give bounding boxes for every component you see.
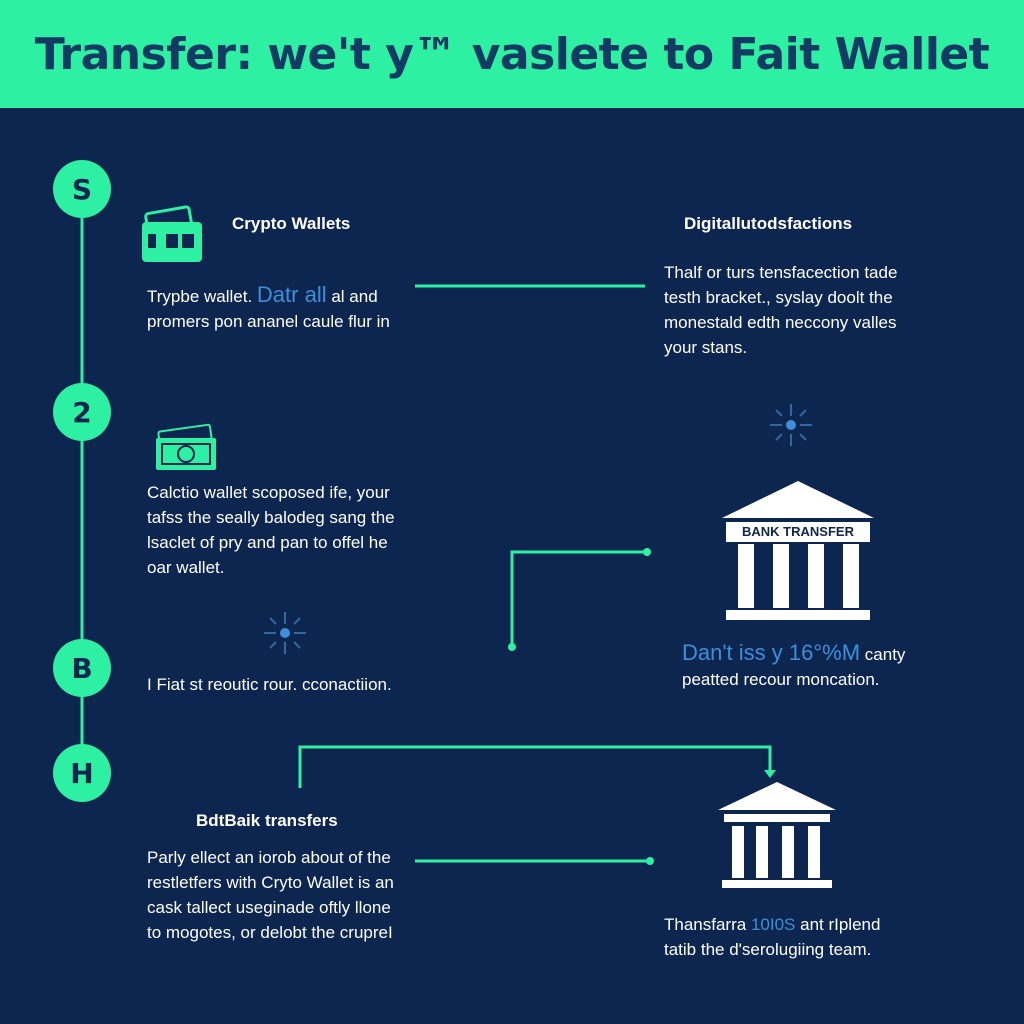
trans-text-line2: tatib the d'serolugiing team. <box>664 940 872 959</box>
crypto-text-highlight: Datr all <box>256 282 327 307</box>
page-title: Transfer: we't y™ vaslete to Fait Wallet <box>34 28 990 80</box>
crypto-text-line2: promers pon ananel caule flur in <box>147 312 390 331</box>
digital-transactions-title: Digitallutodsfactions <box>684 214 853 233</box>
digital-line: monestald edth neccony valles <box>664 313 897 332</box>
connector-top-bank <box>298 745 772 788</box>
digital-line: testh bracket., syslay doolt the <box>664 288 893 307</box>
dont-miss-note: Dan't iss y 16°%M canty peatted recour m… <box>682 640 982 692</box>
bank-transfers-title: BdtBaik transfers <box>196 811 338 830</box>
dont-text-highlight: Dan't iss y 16°%M <box>682 640 861 665</box>
digital-transactions-description: Thalf or turs tensfacection tade testh b… <box>664 260 924 360</box>
sparkle-icon <box>770 404 812 446</box>
fiat-line: I Fiat st reoutic rour. cconactiion. <box>147 675 392 694</box>
bank-icon <box>718 782 836 888</box>
bank-line: cask tallect useginade oftly llone <box>147 898 391 917</box>
dont-text-post: canty <box>864 645 906 664</box>
calc-line: oar wallet. <box>147 558 225 577</box>
bank-line: to mogotes, or delobt the crupreI <box>147 923 393 942</box>
step-circle-4: H <box>53 744 111 802</box>
bank-line: restletfers with Cryto Wallet is an <box>147 873 394 892</box>
calc-line: lsaclet of pry and pan to offel he <box>147 533 388 552</box>
crypto-wallets-title: Crypto Wallets <box>232 214 351 233</box>
sparkle-icon <box>264 612 306 654</box>
calc-wallet-description: Calctio wallet scoposed ife, your tafss … <box>147 480 417 580</box>
trans-text-highlight: 10I0S <box>750 915 796 934</box>
bank-transfers-description: Parly ellect an iorob about of the restl… <box>147 845 417 945</box>
step-circle-3: B <box>53 639 111 697</box>
trans-text-post: ant rIplend <box>800 915 881 934</box>
trans-text-pre: Thansfarra <box>664 915 747 934</box>
crypto-text-post: al and <box>331 287 378 306</box>
calc-line: Calctio wallet scoposed ife, your <box>147 483 390 502</box>
transfer-team-note: Thansfarra 10I0S ant rIplend tatib the d… <box>664 912 964 962</box>
digital-line: Thalf or turs tensfacection tade <box>664 263 898 282</box>
bank-transfer-sign: BANK TRANSFER <box>742 524 854 539</box>
calc-line: tafss the seally balodeg sang the <box>147 508 395 527</box>
wallet-icon <box>142 205 202 262</box>
digital-line: your stans. <box>664 338 748 357</box>
dont-text-line2: peatted recour moncation. <box>682 670 880 689</box>
header-banner: Transfer: we't y™ vaslete to Fait Wallet <box>0 0 1024 108</box>
bank-icon <box>722 481 874 620</box>
crypto-wallets-description: Trypbe wallet. Datr all al and promers p… <box>147 282 417 334</box>
bank-line: Parly ellect an iorob about of the <box>147 848 391 867</box>
step-circle-2: 2 <box>53 383 111 441</box>
crypto-text-pre: Trypbe wallet. <box>147 287 253 306</box>
step-circle-1: S <box>53 160 111 218</box>
connector-elbow-bank <box>510 550 645 645</box>
cash-icon <box>156 423 216 470</box>
